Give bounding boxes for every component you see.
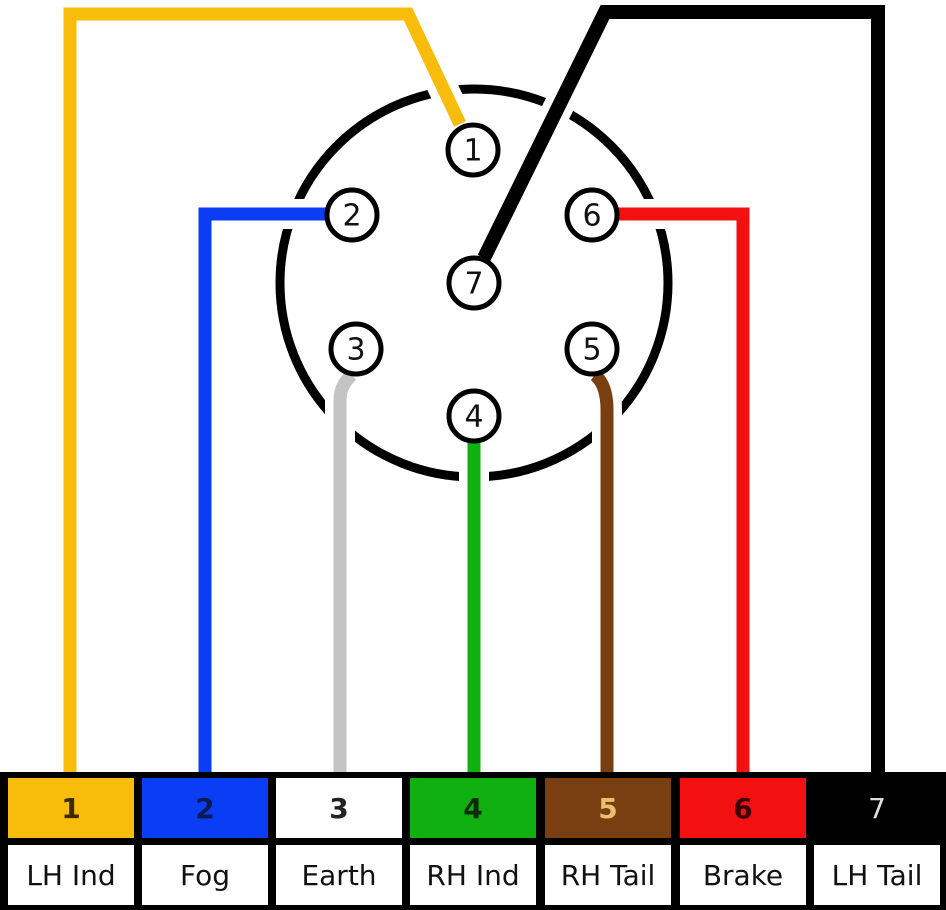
- pin-number: 7: [464, 267, 483, 302]
- wire-1: [63, 7, 466, 772]
- socket-diagram: 1 2 3 4 5 6 7: [55, 0, 885, 772]
- pin-color-cell-4: 4: [410, 778, 536, 838]
- pin-circle: [446, 388, 502, 444]
- wire-gap-1: [55, 0, 474, 772]
- wire-7: [477, 5, 885, 772]
- pin-color-cell-5: 5: [545, 778, 671, 838]
- pin-function-label-2: Fog: [142, 845, 268, 905]
- pin-color-cell-7: 7: [814, 778, 940, 838]
- pin-color-cell-2: 2: [142, 778, 268, 838]
- pin-circle: [446, 255, 502, 311]
- pin-3: 3: [328, 321, 384, 377]
- pin-function-label-4: RH Ind: [410, 845, 536, 905]
- pin-circle: [564, 187, 620, 243]
- pin-2: 2: [324, 187, 380, 243]
- pin-function-label-5: RH Tail: [545, 845, 671, 905]
- pin-4: 4: [446, 388, 502, 444]
- pin-circle: [328, 321, 384, 377]
- wire-gap-6: [618, 199, 758, 772]
- pin-number: 1: [463, 134, 482, 169]
- pin-color-cell-1: 1: [8, 778, 134, 838]
- pin-function-label-1: LH Ind: [8, 845, 134, 905]
- wire-6: [618, 207, 750, 772]
- pin-function-label-6: Brake: [680, 845, 806, 905]
- wire-gap-2: [190, 199, 326, 772]
- pin-7: 7: [446, 255, 502, 311]
- pin-color-cell-3: 3: [276, 778, 402, 838]
- wire-3: [333, 370, 357, 772]
- wire-2: [198, 207, 326, 772]
- pin-5: 5: [564, 321, 620, 377]
- pin-number: 3: [346, 333, 365, 368]
- pin-number: 4: [464, 400, 483, 435]
- pin-circle: [564, 321, 620, 377]
- pin-function-label-7: LH Tail: [814, 845, 940, 905]
- pin-number: 6: [582, 199, 601, 234]
- pin-color-cell-6: 6: [680, 778, 806, 838]
- wire-5: [590, 370, 614, 772]
- pin-number: 2: [342, 199, 361, 234]
- pin-circle: [324, 187, 380, 243]
- pin-1: 1: [445, 122, 501, 178]
- pin-number: 5: [582, 333, 601, 368]
- pin-circle: [445, 122, 501, 178]
- pin-function-label-3: Earth: [276, 845, 402, 905]
- pin-6: 6: [564, 187, 620, 243]
